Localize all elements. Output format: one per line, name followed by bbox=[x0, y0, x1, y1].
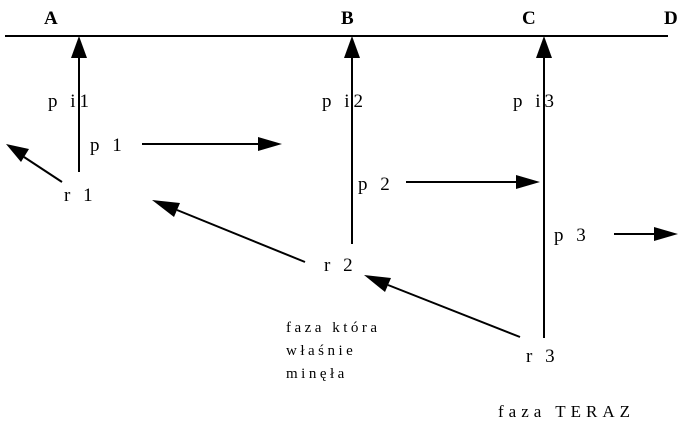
label-p3: p 3 bbox=[554, 225, 590, 246]
note-past-phase-line2: właśnie bbox=[286, 343, 357, 359]
label-pi2: p i2 bbox=[322, 91, 368, 112]
column-label-c: C bbox=[522, 8, 536, 29]
column-label-a: A bbox=[44, 8, 58, 29]
column-label-b: B bbox=[341, 8, 354, 29]
label-pi1: p i1 bbox=[48, 91, 94, 112]
arrowhead-p3 bbox=[654, 227, 678, 241]
arrowhead-p1 bbox=[258, 137, 282, 151]
note-current-phase: faza TERAZ bbox=[498, 402, 636, 421]
column-label-d: D bbox=[664, 8, 678, 29]
note-past-phase-line3: minęła bbox=[286, 366, 348, 382]
arrowhead-r2-to-r1 bbox=[152, 200, 180, 217]
arrowhead-b bbox=[344, 36, 360, 58]
arrowhead-r1-back bbox=[6, 144, 29, 162]
label-r2: r 2 bbox=[324, 255, 357, 276]
arrow-r1-back bbox=[23, 156, 63, 183]
arrowhead-c bbox=[536, 36, 552, 58]
label-r1: r 1 bbox=[64, 185, 97, 206]
arrow-r3-to-r2 bbox=[387, 284, 521, 338]
label-p2: p 2 bbox=[358, 174, 394, 195]
arrowhead-r3-to-r2 bbox=[364, 275, 391, 292]
label-p1: p 1 bbox=[90, 135, 126, 156]
label-r3: r 3 bbox=[526, 346, 559, 367]
note-past-phase-line1: faza która bbox=[286, 320, 381, 336]
arrowhead-a bbox=[71, 36, 87, 58]
arrow-r2-to-r1 bbox=[176, 209, 306, 263]
arrowhead-p2 bbox=[516, 175, 540, 189]
label-pi3: p i3 bbox=[513, 91, 559, 112]
